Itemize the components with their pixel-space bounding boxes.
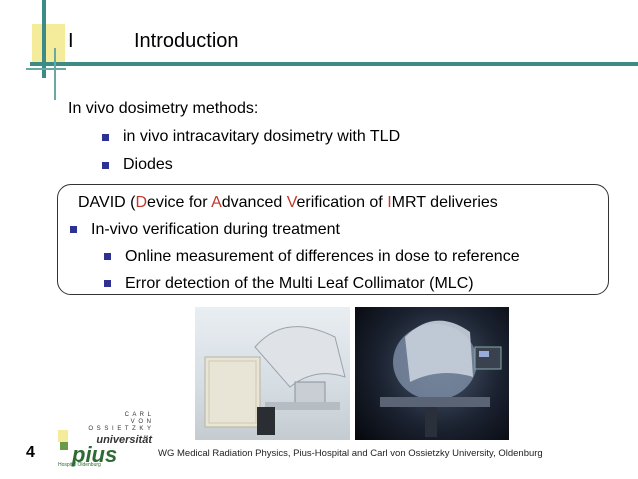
square-bullet-icon [104,253,111,260]
intro-heading: In vivo dosimetry methods: [68,100,259,117]
heading-highlight: V [286,194,297,211]
logo-square-icon [58,430,68,442]
treatment-room-illustration [380,320,502,437]
list-item: in vivo intracavitary dosimetry with TLD [102,123,400,151]
square-bullet-icon [102,161,109,169]
heading-highlight: I [387,194,392,211]
title-horizontal-line-thin [26,68,66,70]
logo-pius-text: pius [72,442,118,467]
intro-section: In vivo dosimetry methods: in vivo intra… [68,95,400,179]
heading-part: erification of [296,194,388,211]
logo-square-icon [60,442,68,450]
footer-text: WG Medical Radiation Physics, Pius-Hospi… [158,448,543,459]
list-item-text: Error detection of the Multi Leaf Collim… [125,275,474,292]
list-item-text: Online measurement of differences in dos… [125,248,520,265]
list-item: Diodes [102,151,400,179]
list-item: In-vivo verification during treatment [70,216,520,243]
list-item: Online measurement of differences in dos… [104,243,520,270]
heading-part: MRT deliveries [391,194,498,211]
logo-university-text: universität [96,434,152,446]
heading-highlight: A [211,194,222,211]
square-bullet-icon [102,133,109,141]
title-vertical-line-thin [54,48,56,100]
david-heading: DAVID (Device for Advanced Verification … [78,189,520,216]
treatment-room-photo [355,307,509,440]
page-number: 4 [26,444,35,461]
heading-part: DAVID ( [78,194,136,211]
linac-photo [195,307,350,440]
title-horizontal-line [30,62,638,66]
logo-line: O S S I E T Z K Y [88,426,152,432]
logo-pius-subtext: Hospital Oldenburg [58,462,101,468]
list-item-text: in vivo intracavitary dosimetry with TLD [123,128,401,145]
logo-top-text: C A R L V O N O S S I E T Z K Y [88,412,152,433]
logo-line: C A R L [124,412,152,418]
section-number: I [68,30,74,52]
heading-part: dvanced [221,194,287,211]
title-vertical-line [42,0,46,78]
david-box [57,184,609,295]
section-title: Introduction [134,30,239,52]
heading-highlight: D [135,194,148,211]
slide-title: I Introduction [68,30,239,53]
list-item: Error detection of the Multi Leaf Collim… [104,270,520,297]
square-bullet-icon [70,226,77,233]
university-logo: C A R L V O N O S S I E T Z K Y universi… [58,412,152,470]
title-yellow-block [32,24,65,64]
david-box-content: DAVID (Device for Advanced Verification … [70,189,520,297]
linac-illustration [204,326,346,435]
list-item-text: In-vivo verification during treatment [91,221,340,238]
list-item-text: Diodes [123,156,173,173]
heading-part: evice for [147,194,212,211]
square-bullet-icon [104,280,111,287]
logo-line: V O N [130,419,152,425]
